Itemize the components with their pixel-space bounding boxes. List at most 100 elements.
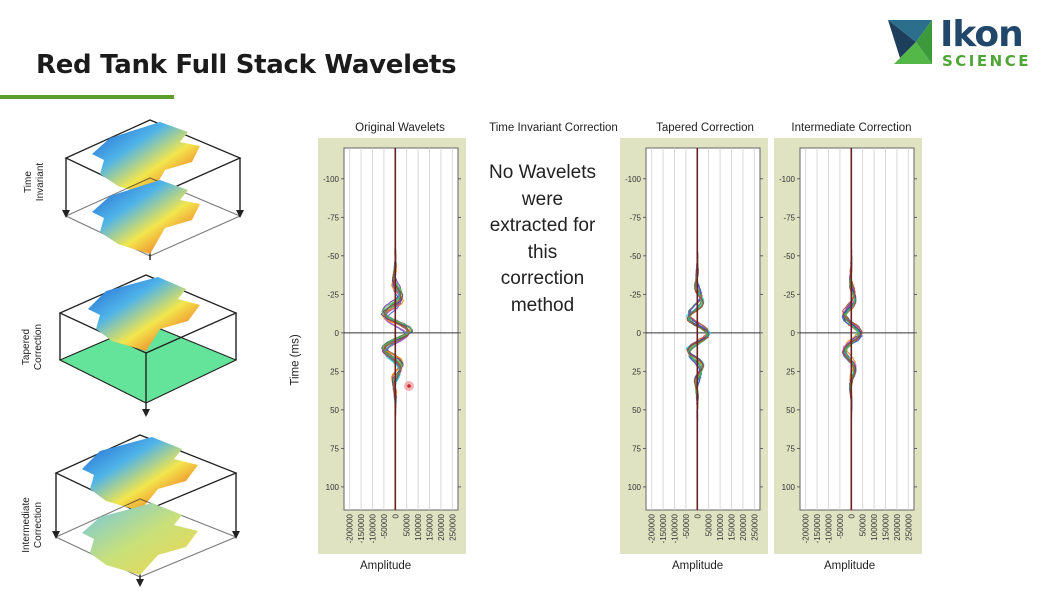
x-tick-label: -200000 xyxy=(648,513,657,543)
ikon-science-logo: Ikon SCIENCE xyxy=(886,14,1036,72)
x-tick-label: 100000 xyxy=(414,513,423,540)
x-tick-label: 200000 xyxy=(893,513,902,540)
logo-wordmark: Ikon xyxy=(940,14,1024,55)
x-axis-title: Amplitude xyxy=(360,560,412,572)
y-tick-label: 0 xyxy=(791,329,796,338)
message-line: this xyxy=(527,241,558,263)
x-tick-label: -200000 xyxy=(346,513,355,543)
x-tick-label: 0 xyxy=(693,513,702,518)
cube-label-line1: Intermediate xyxy=(21,497,32,553)
x-axis-title: Amplitude xyxy=(672,560,724,572)
x-tick-label: 150000 xyxy=(728,513,737,540)
y-tick-label: -100 xyxy=(323,175,340,184)
x-tick-label: -50000 xyxy=(380,513,389,538)
panel-title-intermediate: Intermediate Correction xyxy=(791,122,912,134)
cube-label-line2: Invariant xyxy=(35,162,46,202)
y-tick-label: 25 xyxy=(786,367,795,376)
no-wavelets-message: No Wavelets were extracted for this corr… xyxy=(470,160,615,319)
y-tick-label: 75 xyxy=(330,444,339,453)
cube-label-line2: Correction xyxy=(33,323,44,371)
cube-tapered-drawing xyxy=(58,274,238,417)
x-tick-label: 150000 xyxy=(882,513,891,540)
y-tick-label: 25 xyxy=(330,367,339,376)
cube-label-line1: Time xyxy=(23,171,34,193)
x-tick-label: -100000 xyxy=(825,513,834,543)
cube-tapered-correction: Tapered Correction xyxy=(0,265,260,425)
message-line: were xyxy=(521,188,564,210)
slide-title: Red Tank Full Stack Wavelets xyxy=(36,50,457,80)
y-tick-label: 75 xyxy=(632,444,641,453)
x-tick-label: -150000 xyxy=(813,513,822,543)
y-tick-label: 100 xyxy=(628,483,642,492)
y-tick-label: -100 xyxy=(625,175,642,184)
x-tick-label: 250000 xyxy=(904,513,913,540)
x-tick-label: 50000 xyxy=(403,513,412,536)
x-tick-label: 50000 xyxy=(705,513,714,536)
y-tick-label: -75 xyxy=(629,213,641,222)
x-tick-label: 50000 xyxy=(859,513,868,536)
logo-subtitle: SCIENCE xyxy=(942,52,1031,70)
cube-label-tapered: Tapered Correction xyxy=(21,312,45,382)
y-tick-label: -75 xyxy=(327,213,339,222)
cube-label-line2: Correction xyxy=(33,501,44,549)
y-tick-label: 50 xyxy=(786,406,795,415)
x-tick-label: 250000 xyxy=(750,513,759,540)
y-tick-label: 25 xyxy=(632,367,641,376)
y-tick-label: 100 xyxy=(326,483,340,492)
x-tick-label: 250000 xyxy=(448,513,457,540)
cube-label-intermediate: Intermediate Correction xyxy=(21,480,45,570)
cursor-marker-dot xyxy=(407,384,411,388)
x-tick-label: 100000 xyxy=(716,513,725,540)
cube-label-line1: Tapered xyxy=(21,328,32,366)
x-tick-label: -50000 xyxy=(836,513,845,538)
y-tick-label: 100 xyxy=(782,483,796,492)
y-tick-label: -50 xyxy=(327,252,339,261)
panel-title-time-invariant: Time Invariant Correction xyxy=(489,122,618,134)
message-line: No Wavelets xyxy=(489,162,596,183)
message-line: extracted for xyxy=(489,215,596,236)
title-accent-rule xyxy=(0,95,174,99)
x-tick-label: 100000 xyxy=(870,513,879,540)
message-line: correction xyxy=(500,268,585,289)
cube-label-time-invariant: Time Invariant xyxy=(23,147,47,217)
y-tick-label: 0 xyxy=(335,329,340,338)
y-tick-label: -50 xyxy=(629,252,641,261)
x-tick-label: -100000 xyxy=(369,513,378,543)
y-tick-label: -100 xyxy=(779,175,796,184)
message-line: method xyxy=(510,294,575,316)
x-tick-label: -100000 xyxy=(671,513,680,543)
y-tick-label: 0 xyxy=(637,329,642,338)
y-tick-label: -25 xyxy=(327,290,339,299)
x-tick-label: 200000 xyxy=(437,513,446,540)
x-tick-label: -150000 xyxy=(659,513,668,543)
x-axis-title: Amplitude xyxy=(824,560,876,572)
y-tick-label: -50 xyxy=(783,252,795,261)
y-tick-label: -25 xyxy=(629,290,641,299)
ikon-logo-icon xyxy=(888,20,932,64)
x-tick-label: 0 xyxy=(847,513,856,518)
y-tick-label: 50 xyxy=(330,406,339,415)
y-tick-label: 50 xyxy=(632,406,641,415)
x-tick-label: -150000 xyxy=(357,513,366,543)
x-tick-label: 0 xyxy=(391,513,400,518)
y-axis-title: Time (ms) xyxy=(289,334,302,386)
y-tick-label: -25 xyxy=(783,290,795,299)
x-tick-label: -200000 xyxy=(802,513,811,543)
panel-title-tapered: Tapered Correction xyxy=(656,122,754,134)
panel-title-original: Original Wavelets xyxy=(355,122,445,134)
y-tick-label: -75 xyxy=(783,213,795,222)
cube-intermediate-correction: Intermediate Correction xyxy=(0,425,260,590)
x-tick-label: 200000 xyxy=(739,513,748,540)
x-tick-label: 150000 xyxy=(426,513,435,540)
x-tick-label: -50000 xyxy=(682,513,691,538)
y-tick-label: 75 xyxy=(786,444,795,453)
cube-time-invariant-drawing xyxy=(62,119,244,260)
cube-time-invariant: Time Invariant xyxy=(0,110,260,260)
cube-intermediate-drawing xyxy=(52,434,240,587)
